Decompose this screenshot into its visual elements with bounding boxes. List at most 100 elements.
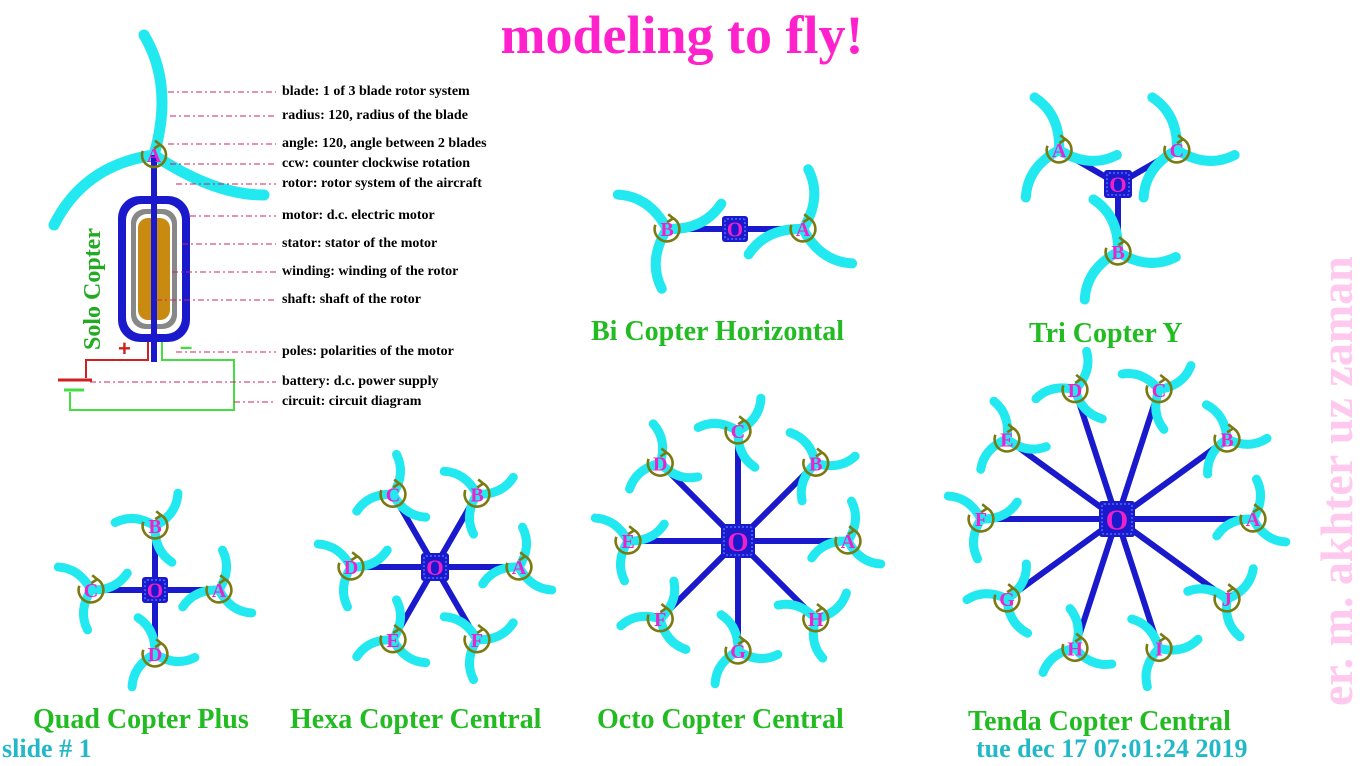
propeller bbox=[1031, 346, 1107, 424]
ccw-arrowhead-icon bbox=[1006, 583, 1016, 594]
blade bbox=[514, 522, 531, 572]
rotor-label: A bbox=[147, 145, 162, 167]
blade bbox=[785, 428, 821, 468]
propeller bbox=[807, 496, 886, 569]
propeller bbox=[590, 513, 669, 586]
ccw-arrow-icon bbox=[993, 587, 1021, 613]
blade bbox=[843, 496, 860, 546]
hub-inner bbox=[423, 555, 447, 579]
hub-square-icon bbox=[421, 553, 449, 581]
ccw-arrow-icon bbox=[77, 578, 105, 604]
blade bbox=[439, 466, 482, 499]
rotor-label: B bbox=[809, 453, 822, 475]
legend-rotor: rotor: rotor system of the aircraft bbox=[282, 176, 482, 191]
propeller bbox=[743, 164, 858, 269]
blade bbox=[1154, 634, 1203, 655]
propeller bbox=[943, 491, 1022, 564]
rotor-label: B bbox=[148, 516, 161, 538]
rotor-label: C bbox=[84, 580, 98, 602]
rotor-label: A bbox=[212, 580, 227, 602]
ccw-arrowhead-icon bbox=[666, 213, 676, 224]
caption-octo-copter: Octo Copter Central bbox=[597, 704, 844, 735]
rotor-label: B bbox=[470, 484, 483, 506]
rotor-label: O bbox=[727, 527, 748, 557]
ccw-arrowhead-icon bbox=[980, 503, 990, 514]
propeller bbox=[1117, 361, 1196, 434]
rotor-label: D bbox=[653, 453, 667, 475]
blade bbox=[612, 189, 672, 234]
propeller bbox=[1079, 194, 1181, 305]
legend-angle: angle: 120, angle between 2 blades bbox=[282, 136, 487, 151]
blade bbox=[352, 489, 398, 516]
ccw-arrow-icon bbox=[1145, 636, 1173, 662]
ccw-arrow-icon bbox=[379, 482, 407, 508]
propeller bbox=[352, 595, 431, 668]
ccw-arrow-icon bbox=[646, 606, 674, 633]
ccw-arrowhead-icon bbox=[154, 510, 164, 521]
ccw-arrow-icon bbox=[1239, 507, 1267, 533]
ccw-arrow-icon bbox=[463, 627, 491, 654]
blade bbox=[339, 562, 356, 612]
propeller bbox=[1201, 400, 1272, 479]
ccw-arrowhead-icon bbox=[90, 574, 100, 585]
rotor-label: B bbox=[1220, 429, 1233, 451]
propeller bbox=[313, 539, 392, 612]
hub-square-icon bbox=[721, 524, 755, 558]
hub-square-icon bbox=[1104, 170, 1132, 198]
hub-square-icon bbox=[142, 577, 168, 603]
rotor-label: B bbox=[660, 219, 673, 241]
propeller bbox=[1127, 614, 1203, 692]
blade bbox=[1031, 383, 1080, 404]
ccw-arrow-icon bbox=[1045, 138, 1073, 164]
ccw-arrowhead-icon bbox=[350, 551, 360, 562]
ccw-arrowhead-icon bbox=[1006, 423, 1016, 434]
legend-motor: motor: d.c. electric motor bbox=[282, 208, 435, 223]
ccw-arrow-icon bbox=[379, 627, 407, 654]
ccw-arrowhead-icon bbox=[154, 638, 164, 649]
positive-wire bbox=[85, 342, 149, 378]
ccw-arrow-icon bbox=[834, 529, 862, 555]
blade bbox=[1002, 594, 1033, 638]
ccw-arrowhead-icon bbox=[1158, 373, 1168, 384]
rotor-label: D bbox=[344, 557, 358, 579]
ccw-arrow-icon bbox=[614, 529, 642, 555]
blade bbox=[1029, 92, 1065, 155]
ccw-arrow-icon bbox=[724, 419, 752, 445]
ccw-arrowhead-icon bbox=[218, 574, 228, 585]
rotor-label: A bbox=[841, 531, 856, 553]
blade bbox=[110, 514, 160, 531]
legend-battery: battery: d.c. power supply bbox=[282, 374, 439, 389]
rotor-label: E bbox=[1000, 429, 1013, 451]
ccw-arrowhead-icon bbox=[1058, 134, 1068, 145]
blade bbox=[811, 588, 851, 624]
ccw-arrowhead-icon bbox=[815, 603, 825, 614]
propeller bbox=[962, 559, 1033, 638]
blade bbox=[1088, 194, 1124, 257]
blade bbox=[1201, 400, 1232, 444]
ccw-arrowhead-icon bbox=[802, 213, 812, 224]
caption-tri-copter: Tri Copter Y bbox=[1029, 318, 1183, 349]
ccw-arrowhead-icon bbox=[659, 603, 669, 614]
propeller bbox=[1138, 92, 1240, 203]
propeller bbox=[110, 488, 183, 567]
solo-copter-diagram: A+– bbox=[48, 29, 276, 411]
blade bbox=[214, 545, 231, 595]
ccw-arrowhead-icon bbox=[815, 447, 825, 458]
blade bbox=[79, 585, 96, 635]
propeller bbox=[976, 396, 1051, 474]
ccw-arrow-icon bbox=[1145, 377, 1173, 404]
rotor-label: D bbox=[148, 644, 162, 666]
ccw-arrowhead-icon bbox=[737, 415, 747, 426]
legend-stator: stator: stator of the motor bbox=[282, 236, 438, 251]
rotor-label: A bbox=[1052, 140, 1067, 162]
ccw-arrow-icon bbox=[1213, 587, 1241, 613]
solo-blade bbox=[148, 149, 270, 201]
ccw-arrow-icon bbox=[646, 451, 674, 477]
rotor-label: E bbox=[386, 630, 399, 652]
solo-blade bbox=[48, 149, 160, 231]
blade bbox=[472, 618, 518, 645]
